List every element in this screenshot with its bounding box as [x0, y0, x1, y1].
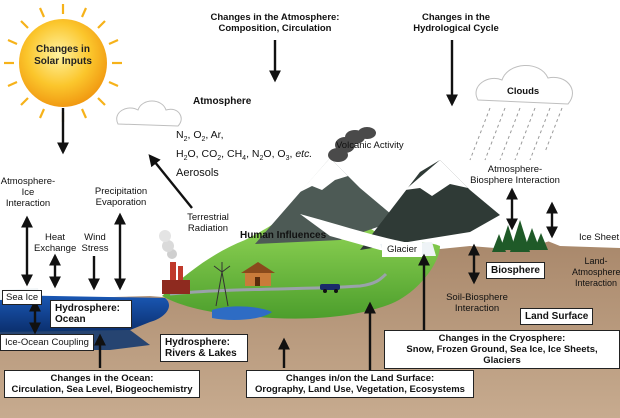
atmosphere-changes-title: Changes in the Atmosphere:	[210, 12, 340, 23]
cryosphere-title: Changes in the Cryosphere:	[438, 333, 566, 344]
mountain-right	[360, 160, 500, 250]
volcanic-activity-label: Volcanic Activity	[336, 140, 404, 151]
wind-stress-label: Wind Stress	[81, 232, 109, 254]
atmosphere-changes-label: Changes in the Atmosphere: Composition, …	[190, 12, 360, 34]
factory	[159, 230, 190, 294]
lake	[212, 306, 272, 320]
soil-biosphere-label: Soil-Biosphere Interaction	[446, 292, 508, 314]
atmosphere-changes-subtitle: Composition, Circulation	[218, 23, 332, 34]
land-changes-title: Changes in/on the Land Surface:	[285, 373, 435, 384]
atmosphere-label: Atmosphere	[188, 94, 257, 109]
gases-label: N2, O2, Ar, H2O, CO2, CH4, N2O, O3, etc.…	[176, 128, 312, 181]
precipitation-label: Precipitation Evaporation	[94, 186, 148, 208]
solar-inputs-label: Changes in Solar Inputs	[34, 44, 92, 67]
ocean-changes-label: Changes in the Ocean: Circulation, Sea L…	[4, 370, 200, 398]
windmill	[213, 262, 231, 307]
land-atmosphere-label: Land-Atmosphere Interaction	[572, 256, 620, 288]
house	[241, 262, 275, 286]
heat-exchange-label: Heat Exchange	[34, 232, 77, 254]
human-influences-label: Human Influences	[240, 230, 327, 241]
land-surface-label: Land Surface	[520, 308, 594, 325]
gases-line-1: N2, O2, Ar,	[176, 129, 224, 144]
cryosphere-changes-label: Changes in the Cryosphere: Snow, Frozen …	[384, 330, 620, 369]
hydrosphere-ocean-label: Hydrosphere: Ocean	[50, 300, 132, 328]
glacier-label: Glacier	[382, 242, 423, 257]
ocean-changes-title: Changes in the Ocean:	[50, 373, 154, 384]
land-changes-label: Changes in/on the Land Surface: Orograph…	[246, 370, 474, 398]
forest	[492, 220, 548, 252]
biosphere-label: Biosphere	[486, 262, 545, 279]
ice-sheet-label: Ice Sheet	[574, 230, 620, 245]
volcano-smoke	[328, 127, 376, 162]
rain-cloud	[469, 65, 573, 161]
gases-line-2: H2O, CO2, CH4, N2O, O3, etc.	[176, 148, 313, 163]
cloud-small	[116, 100, 182, 127]
hydro-cycle-label: Changes in the Hydrological Cycle	[413, 12, 499, 34]
atmosphere-biosphere-label: Atmosphere-Biosphere Interaction	[470, 164, 560, 186]
ice-ocean-coupling-label: Ice-Ocean Coupling	[0, 334, 94, 351]
sea-ice-label: Sea Ice	[2, 290, 43, 305]
aerosols-label: Aerosols	[176, 167, 219, 180]
ocean-changes-subtitle: Circulation, Sea Level, Biogeochemistry	[11, 384, 193, 395]
atmosphere-ice-label: Atmosphere-Ice Interaction	[0, 176, 56, 209]
cryosphere-subtitle: Snow, Frozen Ground, Sea Ice, Ice Sheets…	[406, 344, 598, 366]
terrestrial-radiation-label: Terrestrial Radiation	[187, 212, 229, 234]
hydrosphere-rivers-label: Hydrosphere: Rivers & Lakes	[160, 334, 248, 362]
mountain-left-snow	[300, 158, 348, 192]
land-changes-subtitle: Orography, Land Use, Vegetation, Ecosyst…	[255, 384, 465, 395]
mountain-left	[255, 158, 398, 244]
arrow-terrestrial-radiation	[148, 154, 193, 209]
mountain-right-snow	[405, 160, 468, 196]
car	[320, 284, 340, 293]
clouds-label: Clouds	[507, 86, 540, 97]
